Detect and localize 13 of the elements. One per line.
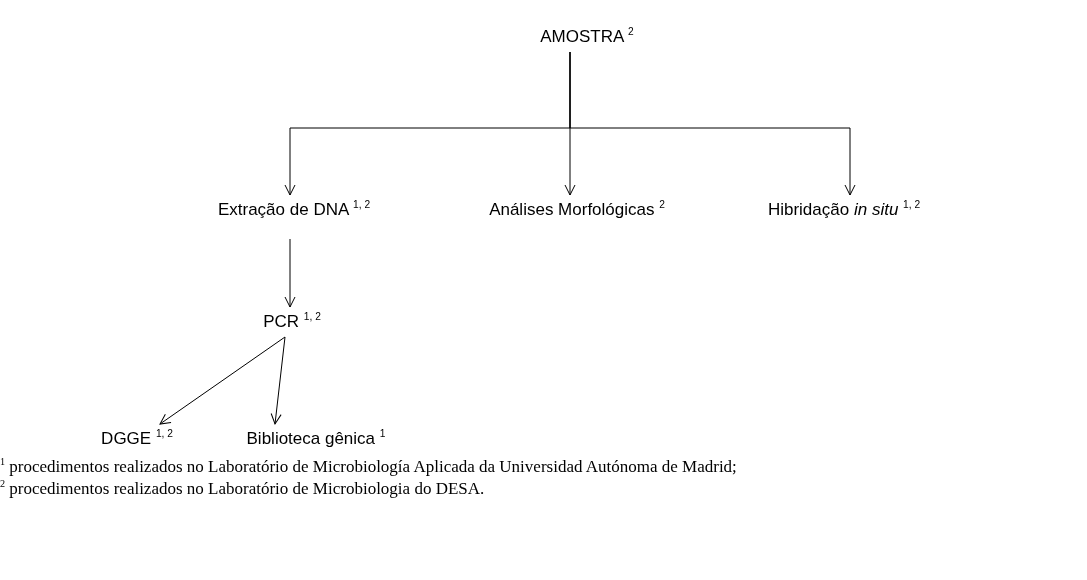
arrow [159,336,286,425]
step-label: PCR $^{1, 2}$ [263,312,321,331]
step-label: Extração de DNA $^{1, 2}$ [217,200,371,219]
footnote: $^{2}$ procedimentos realizados no Laboratório de Microbiologia do DESA. [0,478,486,500]
step-label: Análises Morfológicas $^{2}$ [489,200,665,219]
arrow [569,51,856,196]
footnote: $^{1}$ procedimentos realizados no Laboratório de Microbiología Aplicada da Universidad Autónoma de Madrid; [0,456,738,478]
step-label: DGGE $^{1, 2}$ [101,429,173,448]
step-label: Biblioteca gênica $^{1}$ [246,429,386,448]
step-label: Hibridação in situ $^{1, 2}$ [767,200,921,219]
step-label: AMOSTRA $^{2}$ [540,27,634,46]
arrow [270,336,286,425]
arrow [284,238,296,308]
